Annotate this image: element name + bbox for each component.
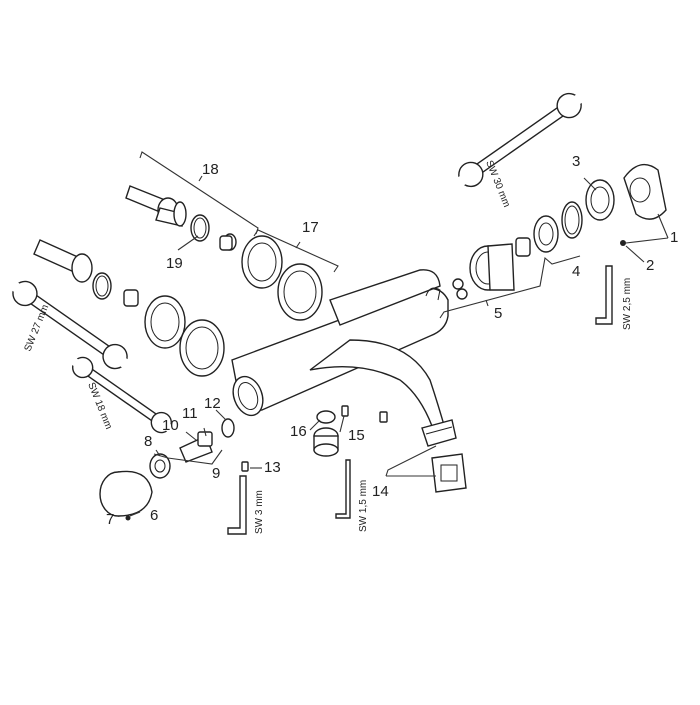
label-15: 15 — [348, 427, 365, 444]
nut-4 — [533, 215, 559, 253]
grub-screw-13 — [241, 461, 249, 472]
allen-key-icon — [595, 265, 613, 325]
label-7: 7 — [106, 511, 114, 528]
bracket-4-5 — [439, 255, 581, 319]
thermostat-cartridge-5 — [469, 237, 531, 291]
bracket-17 — [253, 229, 339, 273]
wrench-icon — [456, 92, 584, 188]
label-5: 5 — [494, 305, 502, 322]
pin-14 — [379, 411, 388, 423]
label-6: 6 — [150, 507, 158, 524]
label-3: 3 — [572, 153, 580, 170]
leader-lines — [129, 177, 669, 517]
handle-1 — [620, 163, 667, 246]
handle-adapter-3 — [585, 179, 615, 221]
valve-head-11 — [179, 431, 213, 463]
tool-label-sw30: SW 30 mm — [483, 159, 512, 209]
rosette-pair-upper — [241, 235, 323, 321]
connector-fitting-upper — [125, 185, 187, 227]
o-ring-12 — [221, 418, 235, 438]
label-8: 8 — [144, 433, 152, 450]
grub-screw-16 — [341, 405, 349, 417]
cap-7 — [99, 470, 153, 521]
label-17: 17 — [302, 219, 319, 236]
label-18: 18 — [202, 161, 219, 178]
gasket-14 — [431, 453, 467, 493]
label-14: 14 — [372, 483, 389, 500]
tool-label-sw25: SW 2,5 mm — [622, 278, 633, 330]
rosette-pair-lower — [144, 295, 225, 377]
bracket-14 — [385, 445, 437, 477]
label-19: 19 — [166, 255, 183, 272]
seal-ring-19a — [190, 214, 210, 242]
allen-key-icon — [335, 459, 351, 519]
label-10: 10 — [162, 417, 179, 434]
nut-8 — [149, 453, 171, 479]
label-16: 16 — [290, 423, 307, 440]
bracket-9 — [153, 449, 223, 465]
clip-5 — [425, 278, 468, 301]
tool-label-sw27: SW 27 mm — [23, 303, 52, 353]
tool-label-sw15: SW 1,5 mm — [358, 480, 369, 532]
label-1: 1 — [670, 229, 678, 246]
label-9: 9 — [212, 465, 220, 482]
label-2: 2 — [646, 257, 654, 274]
seal-ring-lower — [92, 272, 112, 300]
nut-19 — [219, 233, 237, 251]
mixer-body — [231, 269, 457, 447]
label-12: 12 — [204, 395, 221, 412]
nut-lower — [123, 289, 139, 307]
allen-key-icon — [227, 475, 247, 535]
o-ring-16 — [316, 410, 336, 424]
connector-fitting-lower — [33, 239, 93, 283]
tool-label-sw3: SW 3 mm — [254, 490, 265, 534]
label-13: 13 — [264, 459, 281, 476]
aerator-15 — [313, 427, 339, 457]
label-11: 11 — [182, 405, 198, 422]
wrench-icon — [10, 280, 130, 370]
wrench-icon — [70, 356, 174, 434]
label-4: 4 — [572, 263, 580, 280]
seal-ring-4 — [561, 201, 583, 239]
